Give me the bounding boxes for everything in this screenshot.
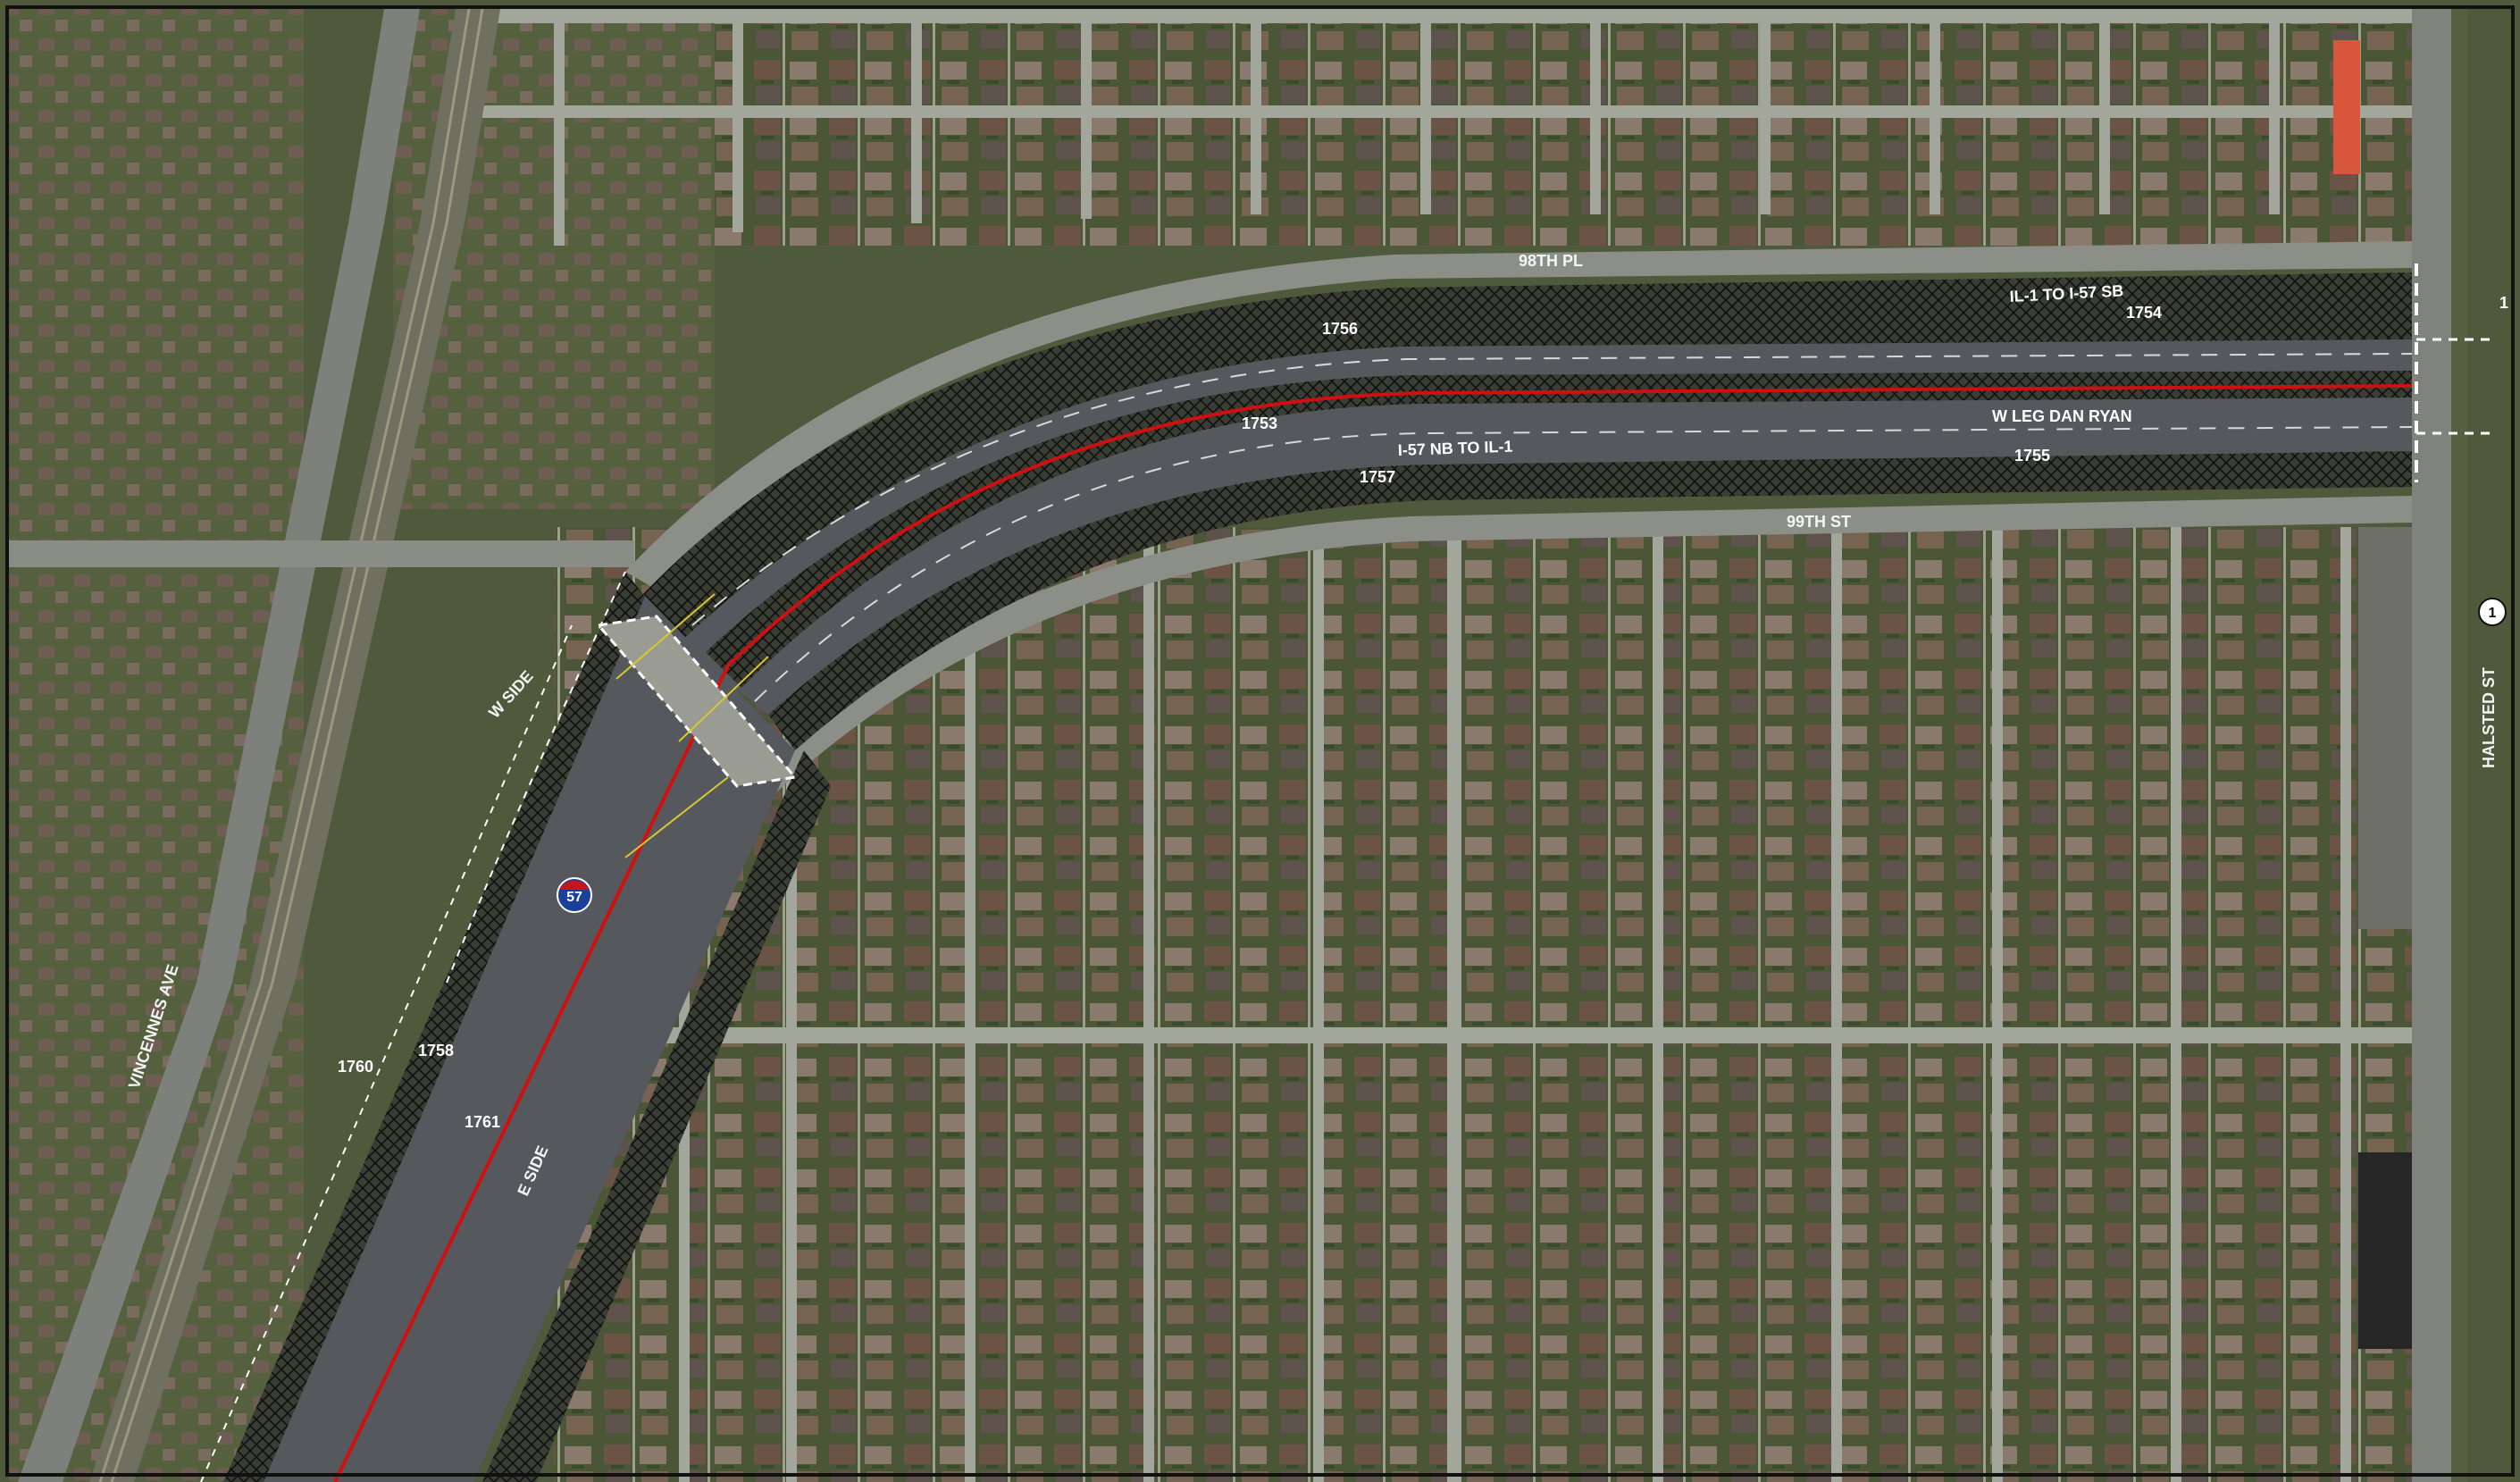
halsted-street [2412,9,2451,1482]
red-roof-building [2333,40,2360,174]
map-border [5,5,2515,1477]
svg-text:1: 1 [2489,606,2497,621]
south-street-grid [554,527,2448,1482]
west-cross-street [9,540,634,567]
alignment-line [333,384,2413,1482]
structure-label-1758: 1758 [418,1042,454,1059]
street-label-99th-st: 99TH ST [1787,513,1851,531]
expressway-sw-leg [259,594,795,1482]
north-street-grid [482,9,2430,246]
interstate-57-shield-icon: 57 [557,877,592,913]
99th-st-road [715,496,2412,822]
overpass-bridge [596,615,798,788]
roadway-label-w-leg-dan-ryan: W LEG DAN RYAN [1992,407,2132,425]
structure-label-1754: 1754 [2126,304,2162,322]
sw-west-hatch [223,572,645,1482]
street-label-halsted-st: HALSTED ST [2480,667,2498,768]
structure-label-1757: 1757 [1360,468,1395,486]
route-1-marker-icon: 1 [2478,598,2507,626]
structure-label-1753: 1753 [1242,414,1277,432]
svg-text:57: 57 [566,890,582,905]
south-hatched-zone [768,451,2412,750]
structure-label-1755: 1755 [2014,447,2050,465]
vincennes-avenue [18,9,420,1482]
98th-pl-road [625,241,2412,590]
structure-label-1760: 1760 [338,1058,373,1076]
structure-label-1756: 1756 [1322,320,1358,338]
north-hatched-zone [643,272,2412,643]
structure-label-1761: 1761 [465,1113,500,1131]
street-label-98th-pl: 98TH PL [1519,252,1583,270]
sw-east-hatch [482,750,831,1482]
north-neighborhood [465,9,2412,246]
structure-label-edge-1: 1 [2499,294,2508,312]
roadway-label-i57-nb-to-il1: I-57 NB TO IL-1 [1397,438,1512,459]
